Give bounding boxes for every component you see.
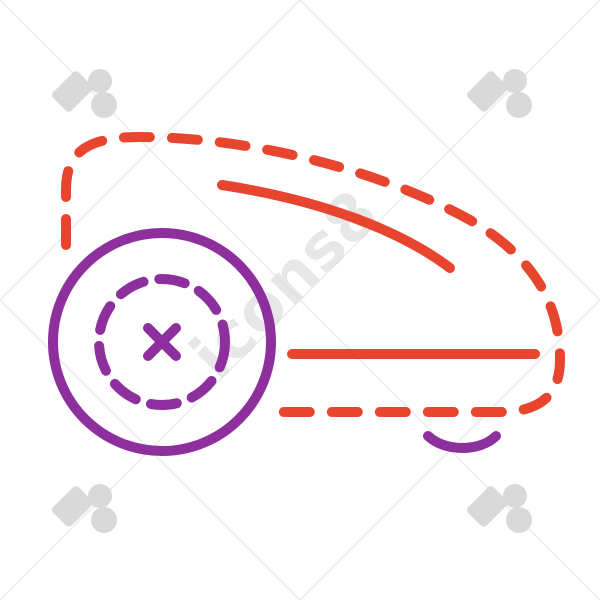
mower-wheel — [48, 228, 501, 456]
mower-body — [61, 131, 566, 417]
wheel-hub-x-icon-stroke — [143, 323, 181, 361]
wheel-inner-dashed-ring — [94, 274, 230, 410]
mower-shell-outline — [61, 131, 566, 417]
rear-wheel-arc — [423, 431, 501, 453]
wheel-outer-ring — [48, 228, 276, 456]
mower-top-curve — [217, 180, 455, 273]
watermark-logo-icon — [52, 69, 532, 533]
